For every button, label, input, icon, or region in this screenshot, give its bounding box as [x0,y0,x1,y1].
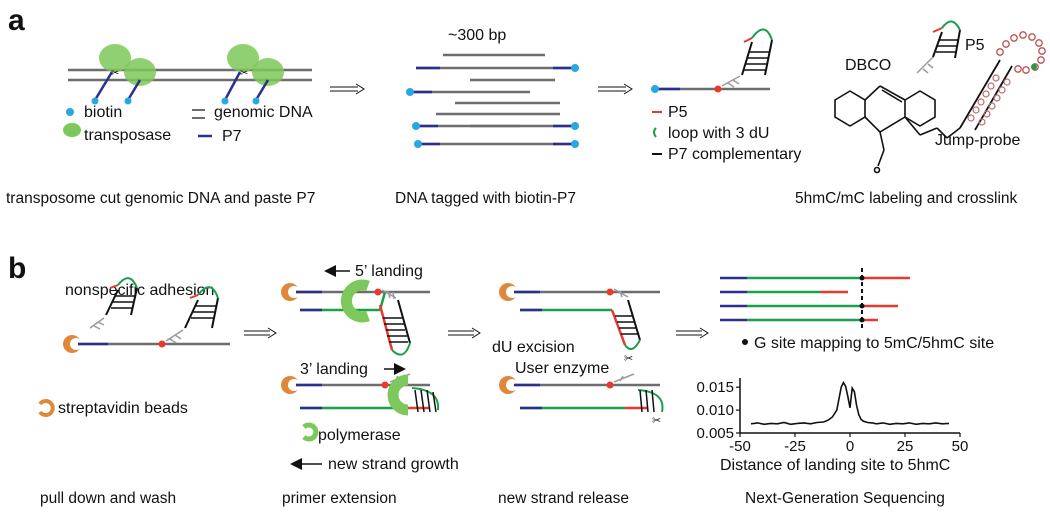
primer-extension-5 [281,279,430,356]
caption-b1: pull down and wash [40,490,176,507]
legend-p5: P5 [668,104,688,121]
x-tick-label: 25 [897,438,914,455]
user-enzyme-label: User enzyme [515,360,609,377]
svg-text:✂: ✂ [240,68,248,79]
strand-release-bottom: ✂ [499,373,664,427]
svg-text:✂: ✂ [652,415,661,427]
process-arrow [598,83,633,95]
x-tick-label: -25 [784,438,806,455]
legend-transposase: transposase [84,127,171,144]
chart-x-label: Distance of landing site to 5hmC [720,457,950,474]
primer-extension-3 [281,373,440,416]
svg-text:✂: ✂ [111,68,119,79]
x-tick-label: -50 [729,438,751,455]
transposome-1: ✂ [91,44,156,105]
streptavidin-beads-label: streptavidin beads [58,400,188,417]
transposome-2: ✂ [221,44,284,105]
dbco-chemical-structure [834,85,961,174]
y-tick-label: 0.010 [696,402,734,419]
panel-b-letter: b [8,252,26,285]
y-tick-label: 0.005 [696,425,734,442]
adapter-legend: P5 loop with 3 dU P7 complementary [652,104,801,163]
sequencing-reads [720,268,910,330]
process-arrow [330,83,365,95]
legend-biotin: biotin [84,104,122,121]
caption-a3: 5hmC/mC labeling and crosslink [795,190,1018,207]
caption-b3: new strand release [498,490,629,507]
landing-5-label: 5’ landing [355,263,423,280]
new-strand-growth-label: new strand growth [328,456,459,473]
g-site-icon [742,339,748,345]
caption-a2: DNA tagged with biotin-P7 [395,190,576,207]
y-ticks: 0.015 0.010 0.005 [696,379,740,442]
dbco-adapter-icon [916,20,961,74]
jump-probe-label: Jump-probe [935,132,1020,149]
legend-a: biotin genomic DNA transposase P7 [63,104,313,145]
biotin-icon [66,108,74,116]
chart-series-line [750,380,950,426]
dbco-label: DBCO [845,57,891,74]
x-tick-label: 50 [952,438,969,455]
svg-text:✂: ✂ [624,353,633,365]
landing-3-label: 3’ landing [300,361,368,378]
legend-loop: loop with 3 dU [668,125,769,142]
process-arrow [676,327,709,339]
caption-a1: transposome cut genomic DNA and paste P7 [6,190,315,207]
legend-p7-complementary: P7 complementary [668,146,801,163]
probe-p5-label: P5 [965,37,985,54]
bead-icon [38,399,55,417]
bead-bound-fragment [63,286,230,353]
process-arrow [244,327,277,339]
x-tick-label: 0 [846,438,854,455]
panel-b: b nonspecific adhesion [8,252,994,507]
nonspecific-adapter [89,277,138,330]
panel-a: a ✂ ✂ biotin [6,4,1046,207]
legend-genomic-dna: genomic DNA [214,104,313,121]
nonspecific-adhesion-label: nonspecific adhesion [65,282,214,299]
g-site-label: G site mapping to 5mC/5hmC site [754,335,994,352]
panel-a-letter: a [8,4,25,37]
fragment-size-label: ~300 bp [448,27,506,44]
polymerase-label: polymerase [318,427,401,444]
tagged-fragments [406,53,579,148]
process-arrow [448,327,481,339]
caption-b4: Next-Generation Sequencing [745,490,945,507]
legend-p7: P7 [222,128,242,145]
jump-probe-hairpin [959,31,1046,131]
distance-chart: 0.015 0.010 0.005 -50 -25 0 25 50 Distance of … [696,378,968,474]
du-excision-label: dU excision [492,339,575,356]
x-ticks: -50 -25 0 25 50 [729,433,968,455]
biotin-fragment-with-adapter [651,28,773,93]
strand-release-top: ✂ [499,283,660,365]
y-tick-label: 0.015 [696,379,734,396]
transposase-icon [63,123,81,137]
caption-b2: primer extension [282,490,397,507]
polymerase-icon [302,422,319,442]
